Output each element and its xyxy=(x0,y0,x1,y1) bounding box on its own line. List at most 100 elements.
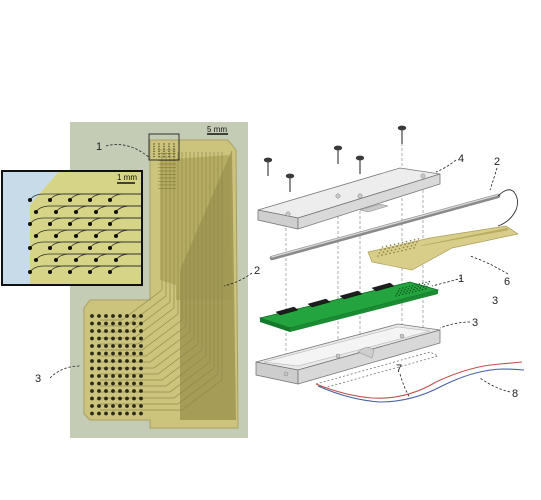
electrode xyxy=(97,411,101,416)
connector xyxy=(307,298,331,308)
electrode xyxy=(90,366,94,371)
pad xyxy=(173,155,175,158)
electrode xyxy=(104,329,108,333)
electrode xyxy=(90,381,94,386)
pad xyxy=(173,153,175,155)
flex-electrode xyxy=(397,242,400,245)
electrode xyxy=(104,374,108,378)
label-cable-red: 7 xyxy=(396,363,402,375)
pcb-pad xyxy=(397,290,400,292)
electrode xyxy=(90,314,94,318)
pcb-pad xyxy=(405,292,407,295)
scale-bar-label: 5 mm xyxy=(207,125,227,134)
trace xyxy=(100,152,191,363)
trace xyxy=(100,152,203,381)
pad xyxy=(158,148,160,150)
electrode xyxy=(132,359,136,363)
inset-via xyxy=(68,198,72,202)
screw xyxy=(355,155,365,174)
electrode xyxy=(125,366,129,371)
electrode xyxy=(90,344,94,348)
inset-via xyxy=(68,270,72,274)
electrode xyxy=(132,374,136,378)
electrode xyxy=(118,374,122,378)
electrode xyxy=(90,374,94,378)
flex-electrode xyxy=(389,244,392,246)
electrode xyxy=(132,314,136,318)
inset-via xyxy=(54,258,58,262)
pcb-pad xyxy=(409,289,412,292)
electrode xyxy=(125,351,129,356)
electrode xyxy=(118,404,122,408)
flex-electrode xyxy=(381,254,383,256)
electrode xyxy=(132,396,136,401)
flex-electrode xyxy=(394,248,397,251)
inset-via xyxy=(88,222,92,226)
connector xyxy=(339,290,363,300)
electrode xyxy=(118,321,122,326)
electrode xyxy=(111,389,115,393)
pad xyxy=(153,150,155,153)
electrode xyxy=(118,329,122,333)
electrode xyxy=(90,411,94,416)
pad xyxy=(158,145,160,148)
electrode xyxy=(132,321,136,326)
pad xyxy=(168,153,170,155)
electrode xyxy=(118,351,122,356)
screw xyxy=(263,157,273,176)
electrode xyxy=(125,359,129,363)
device-photo: 5 mm xyxy=(70,122,248,438)
electrode xyxy=(111,411,115,416)
pcb-pad xyxy=(396,292,398,295)
label-rod: 2 xyxy=(494,156,500,168)
trace xyxy=(100,152,171,333)
screw xyxy=(285,173,295,192)
electrode xyxy=(111,351,115,356)
trace xyxy=(100,152,187,357)
flex-electrode xyxy=(401,249,403,252)
electrode xyxy=(111,374,115,378)
screw-head xyxy=(263,157,273,163)
electrode xyxy=(125,314,129,318)
electrode xyxy=(90,351,94,356)
electrode xyxy=(118,381,122,386)
electrode xyxy=(139,359,143,363)
electrode xyxy=(104,321,108,326)
inset-via xyxy=(48,222,52,226)
pcb-pad xyxy=(412,284,414,287)
inset-via xyxy=(48,270,52,274)
pcb-pad xyxy=(425,288,427,290)
inset-via xyxy=(114,234,118,238)
electrode xyxy=(125,336,129,341)
inset-via xyxy=(28,246,32,250)
electrode xyxy=(118,411,122,416)
flex-electrode xyxy=(413,247,415,249)
electrode xyxy=(132,404,136,408)
electrode xyxy=(104,351,108,356)
electrode xyxy=(139,366,143,371)
pcb-pad xyxy=(410,287,413,289)
electrode xyxy=(104,344,108,348)
pcb-pad xyxy=(405,286,407,288)
pad xyxy=(173,145,175,148)
pad xyxy=(153,148,155,150)
pad xyxy=(168,150,170,153)
electrode xyxy=(97,404,101,408)
trace xyxy=(100,152,175,339)
electrode xyxy=(139,344,143,348)
inset-via xyxy=(28,198,32,202)
flex-electrode xyxy=(397,250,399,253)
flex-electrode xyxy=(409,239,412,242)
label-lid: 4 xyxy=(458,153,464,165)
electrode xyxy=(139,389,143,393)
electrode xyxy=(111,381,115,386)
electrode xyxy=(97,396,101,401)
electrode xyxy=(111,344,115,348)
inset-via xyxy=(108,222,112,226)
flex-electrode xyxy=(400,244,402,247)
trace xyxy=(100,152,219,405)
inset-via xyxy=(34,210,38,214)
pcb-pad xyxy=(416,288,418,290)
electrode xyxy=(90,404,94,408)
